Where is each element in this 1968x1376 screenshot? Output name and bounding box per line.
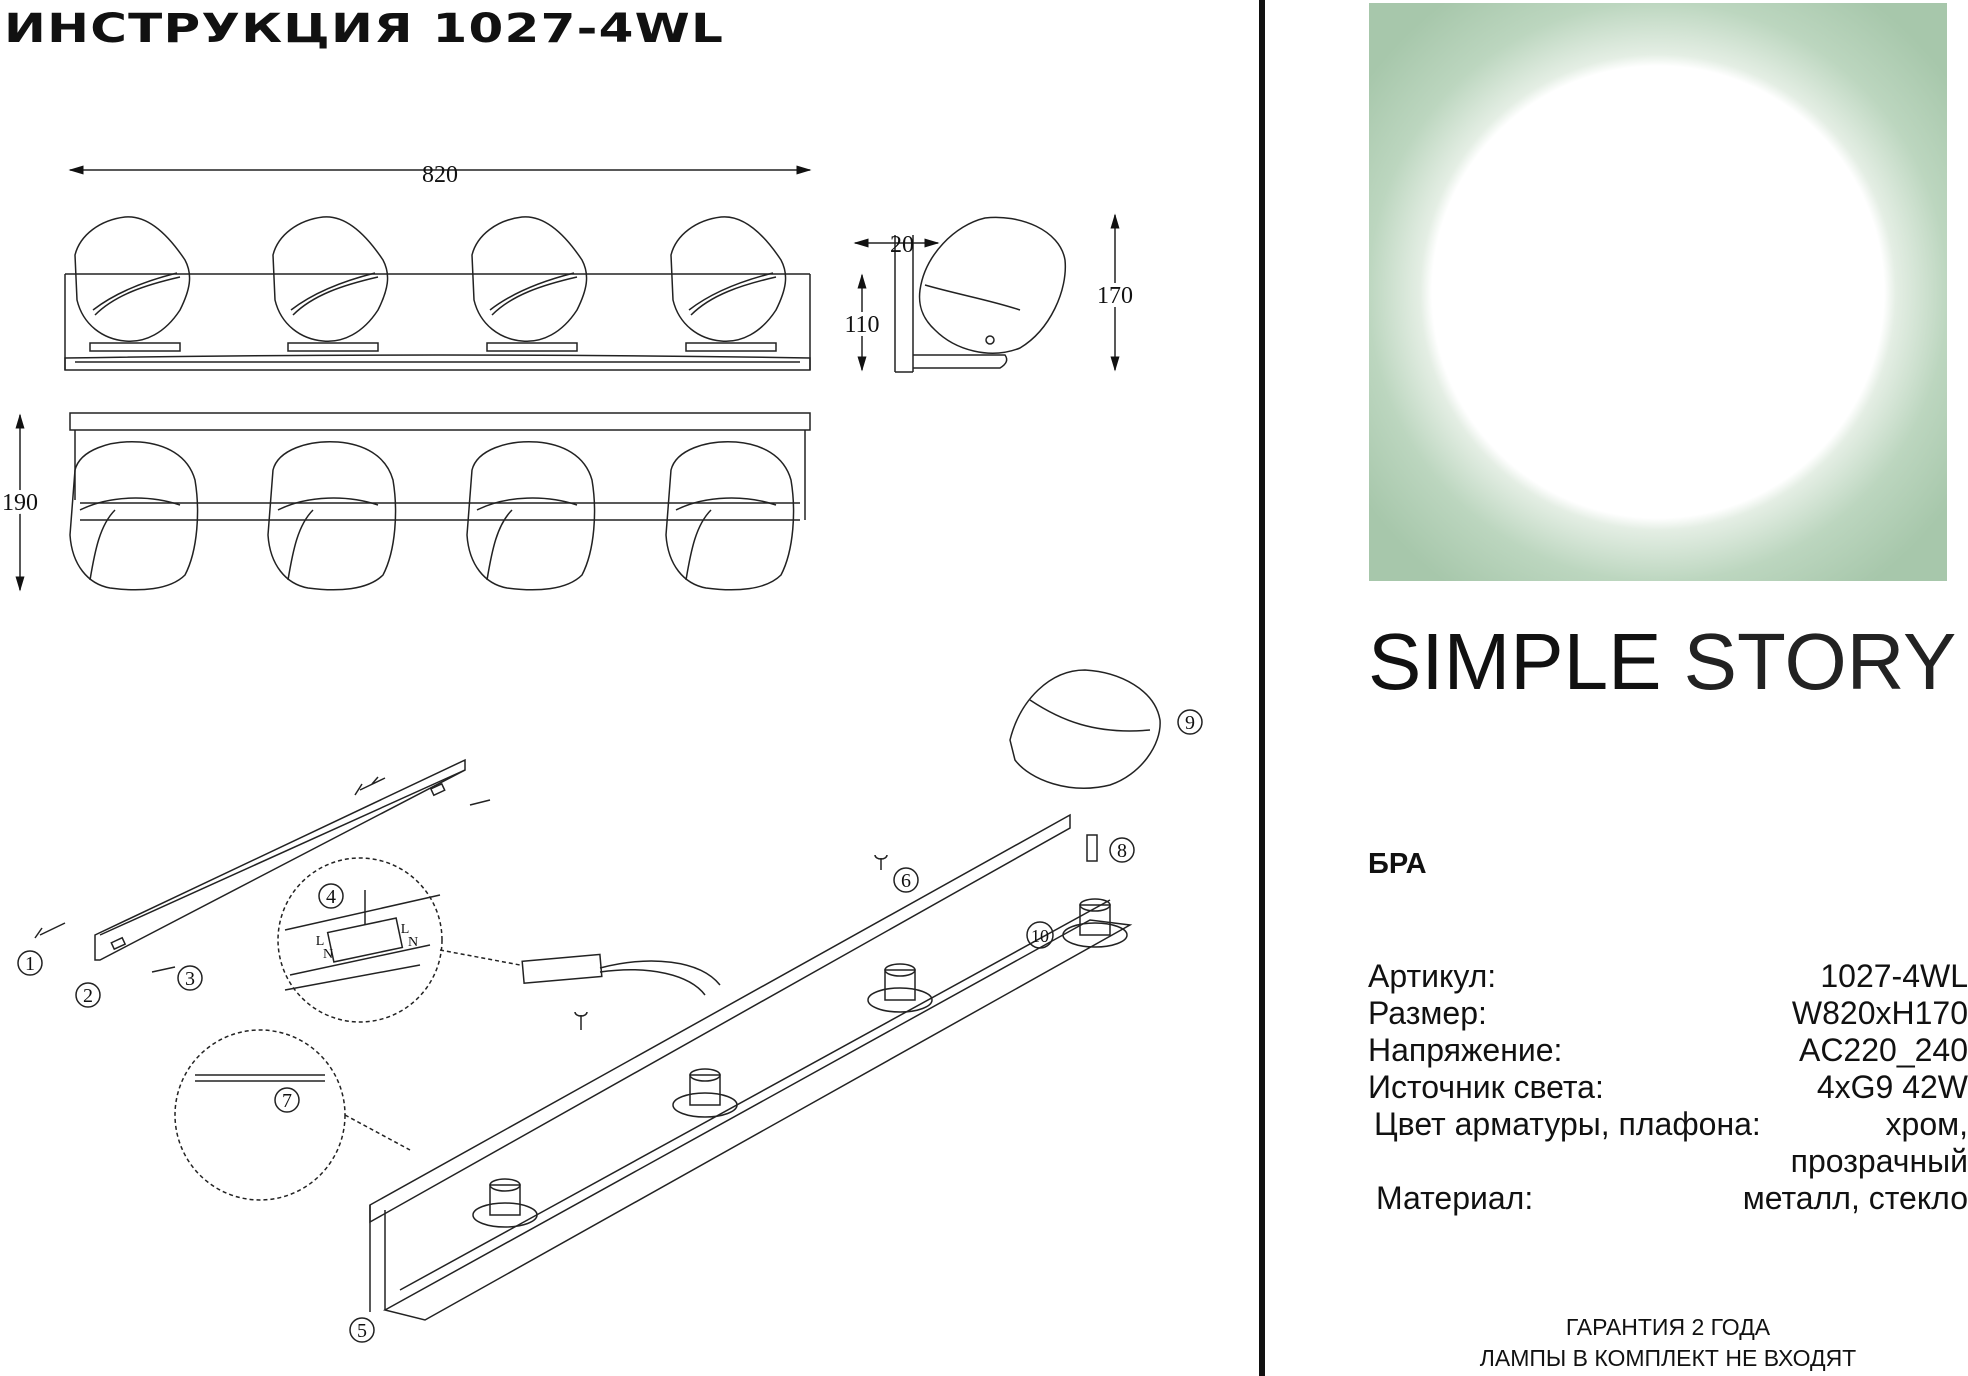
document-title: ИНСТРУКЦИЯ 1027-4WL xyxy=(4,6,725,52)
dim-height-front-label: 190 xyxy=(2,490,38,516)
dim-width-label: 820 xyxy=(422,162,458,188)
svg-text:1: 1 xyxy=(25,953,35,975)
svg-text:N: N xyxy=(408,935,418,950)
dim-depth-label: 20 xyxy=(890,232,914,258)
product-type: БРА xyxy=(1368,848,1427,880)
spec-row: Материал: металл, стекло xyxy=(1376,1180,1968,1216)
svg-text:3: 3 xyxy=(185,968,195,990)
product-glow-image xyxy=(1369,3,1947,581)
svg-text:2: 2 xyxy=(83,985,93,1007)
spec-row: Артикул: 1027-4WL xyxy=(1368,958,1968,994)
svg-text:8: 8 xyxy=(1117,840,1127,862)
dim-height-total-label: 170 xyxy=(1097,283,1133,309)
svg-text:L: L xyxy=(401,922,410,937)
brand-logo: SIMPLE STORY xyxy=(1368,617,1957,706)
spec-row: Размер: W820xH170 xyxy=(1368,995,1968,1031)
spec-row: Напряжение: AC220_240 xyxy=(1368,1032,1968,1068)
assembly-diagram xyxy=(34,669,1161,1321)
terminal-label-neutral: N xyxy=(323,947,333,962)
svg-text:10: 10 xyxy=(1031,926,1049,946)
terminal-label-live: L xyxy=(316,934,325,949)
dim-height-mount-label: 110 xyxy=(844,312,879,338)
svg-text:5: 5 xyxy=(357,1320,367,1342)
vertical-divider xyxy=(1259,0,1265,1376)
shade-side-3 xyxy=(471,216,588,352)
shade-side-4 xyxy=(670,216,787,352)
callouts xyxy=(17,709,1203,1343)
technical-drawing: 8 20 xyxy=(0,162,1203,1343)
spec-row: Цвет арматуры, плафона: хром, прозрачный xyxy=(1374,1106,1968,1179)
shade-side-2 xyxy=(272,216,389,352)
svg-text:7: 7 xyxy=(282,1090,292,1112)
front-view xyxy=(15,412,811,592)
profile-view xyxy=(853,213,1120,373)
svg-text:6: 6 xyxy=(901,870,911,892)
warranty-note: ГАРАНТИЯ 2 ГОДА xyxy=(1565,1314,1771,1340)
footer-notes: ГАРАНТИЯ 2 ГОДА ЛАМПЫ В КОМПЛЕКТ НЕ ВХОД… xyxy=(1368,1312,1968,1374)
svg-text:9: 9 xyxy=(1185,712,1195,734)
callout-labels: 1 2 3 4 5 6 7 8 9 10 L N L N xyxy=(25,712,1195,1342)
spec-row: Источник света: 4xG9 42W xyxy=(1368,1069,1968,1105)
svg-text:4: 4 xyxy=(326,886,336,908)
elevation-view xyxy=(64,216,811,371)
lamps-note: ЛАМПЫ В КОМПЛЕКТ НЕ ВХОДЯТ xyxy=(1479,1345,1857,1371)
spec-table: Артикул: 1027-4WL Размер: W820xH170 Напр… xyxy=(1368,958,1968,1217)
shade-side-1 xyxy=(74,216,191,352)
